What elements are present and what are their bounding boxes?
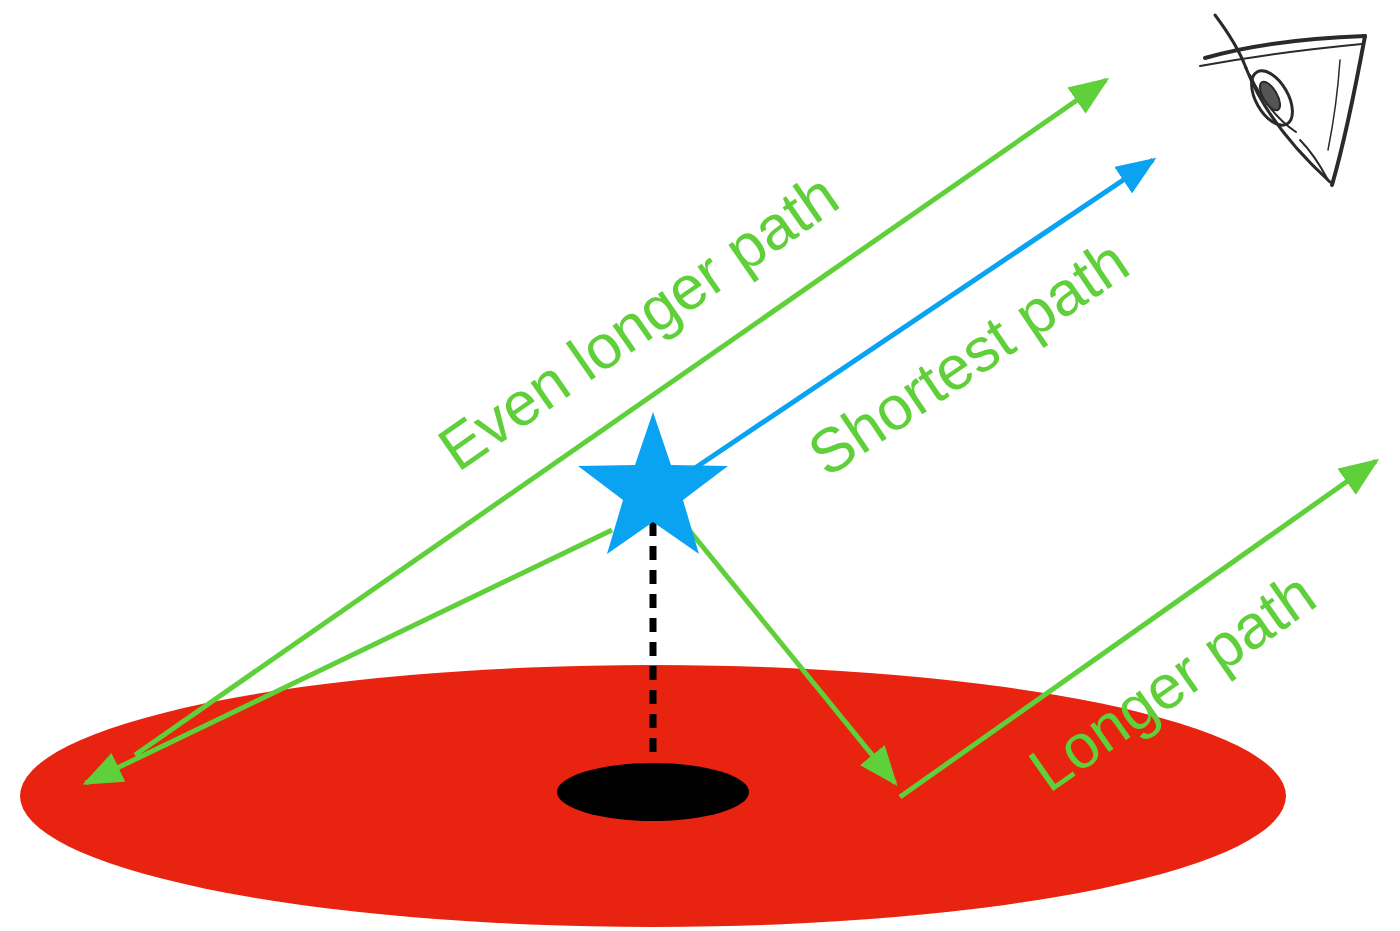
light-ray (135, 80, 1106, 755)
black-hole (557, 763, 749, 821)
light-ray (685, 525, 895, 783)
light-ray (900, 461, 1376, 797)
light-source-star (578, 412, 728, 554)
height-line (650, 522, 657, 762)
observer-eye (1200, 15, 1365, 185)
path-label: Shortest path (798, 229, 1138, 487)
path-label: Even longer path (428, 163, 848, 481)
light-ray (86, 530, 612, 783)
